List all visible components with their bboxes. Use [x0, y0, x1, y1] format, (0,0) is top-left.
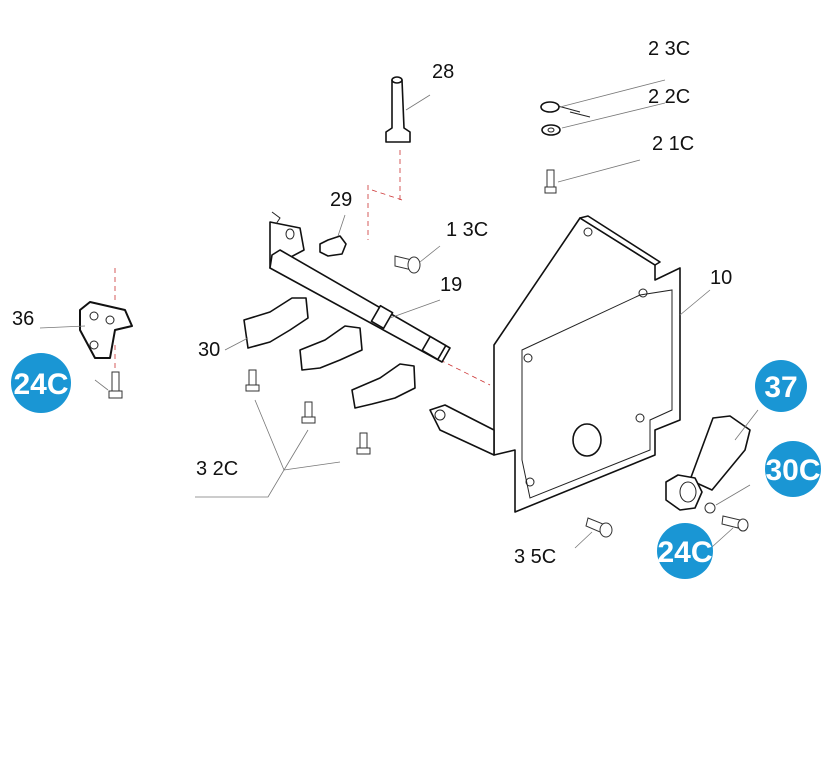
- badge-30c[interactable]: 30C: [765, 441, 821, 497]
- label-19: 19: [440, 274, 462, 296]
- part-35c-screw: [574, 517, 613, 549]
- part-30c-washer: [704, 484, 751, 514]
- label-28: 28: [432, 61, 454, 83]
- part-30-clamps: [224, 297, 416, 409]
- svg-text:30C: 30C: [765, 454, 820, 487]
- badge-24c-left[interactable]: 24C: [11, 353, 71, 413]
- label-29: 29: [330, 189, 352, 211]
- label-35c: 3 5C: [514, 546, 556, 568]
- label-13c: 1 3C: [446, 219, 488, 241]
- label-10: 10: [710, 267, 732, 289]
- leader-24c-left: [94, 379, 109, 391]
- label-21c: 2 1C: [652, 133, 694, 155]
- label-22c: 2 2C: [648, 86, 690, 108]
- badge-24c-right[interactable]: 24C: [657, 523, 713, 579]
- svg-text:37: 37: [764, 371, 797, 404]
- label-23c: 2 3C: [648, 38, 690, 60]
- part-36-bracket: [39, 301, 133, 399]
- part-10-mounting-plate: [429, 215, 711, 513]
- part-28-pin: [385, 76, 431, 143]
- assembly-axis-lines: [114, 150, 491, 386]
- part-13c-screw: [394, 245, 441, 274]
- part-37-handle: [665, 409, 759, 511]
- svg-text:24C: 24C: [657, 536, 712, 569]
- part-32c-screws: [195, 369, 371, 498]
- part-24c-screw-right: [711, 515, 749, 548]
- badge-37[interactable]: 37: [755, 360, 807, 412]
- part-19-shaft: [269, 211, 451, 363]
- label-36: 36: [12, 308, 34, 330]
- label-32c: 3 2C: [196, 458, 238, 480]
- label-30: 30: [198, 339, 220, 361]
- svg-text:24C: 24C: [13, 368, 68, 401]
- part-29-knob: [319, 214, 347, 257]
- part-23c-22c-21c-hardware: [540, 79, 666, 194]
